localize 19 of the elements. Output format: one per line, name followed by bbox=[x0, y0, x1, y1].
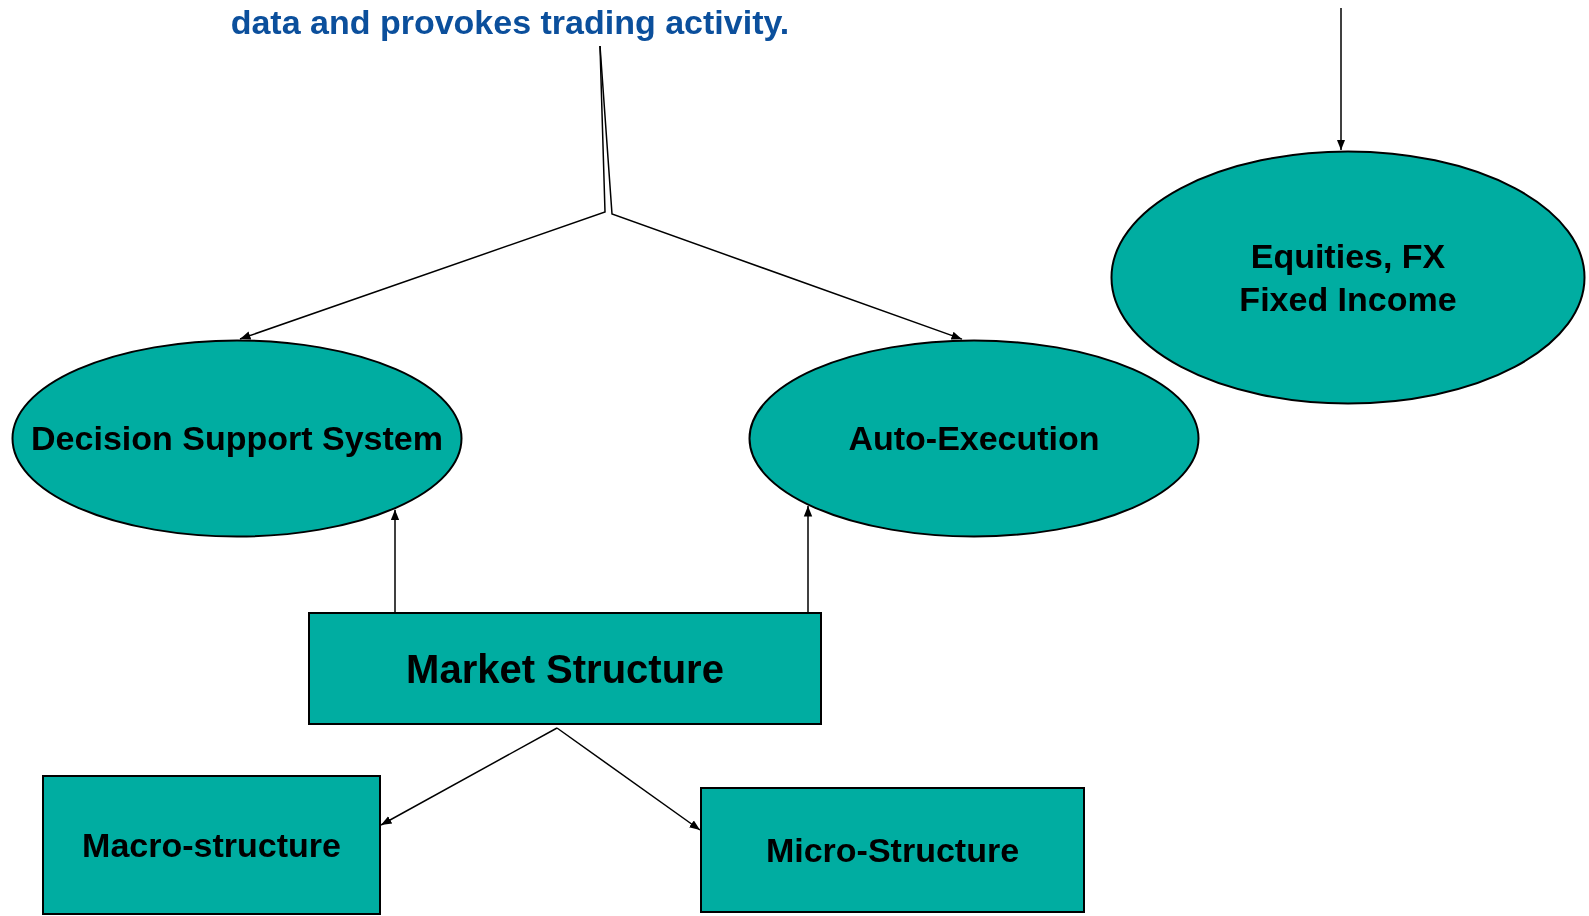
arrow bbox=[556, 727, 701, 831]
node-label: data and provokes trading activity. bbox=[230, 1, 790, 43]
arrow bbox=[1336, 7, 1346, 151]
process-box bbox=[308, 612, 822, 725]
node-label: Macro-structure bbox=[82, 824, 341, 866]
arrow bbox=[599, 45, 963, 340]
node-label: Equities, FX Fixed Income bbox=[1238, 236, 1458, 320]
arrow bbox=[803, 505, 813, 613]
ellipse-node bbox=[11, 339, 463, 538]
process-box bbox=[42, 775, 381, 915]
process-box bbox=[700, 787, 1085, 913]
node-label: Micro-Structure bbox=[765, 829, 1020, 871]
ellipse-node bbox=[748, 339, 1200, 538]
ellipse-node bbox=[1110, 150, 1586, 405]
node-label: Decision Support System bbox=[31, 418, 443, 459]
node-label: Auto-Execution bbox=[848, 418, 1100, 459]
arrow bbox=[380, 727, 558, 826]
node-label: Market Structure bbox=[406, 645, 724, 693]
arrow bbox=[390, 508, 400, 613]
